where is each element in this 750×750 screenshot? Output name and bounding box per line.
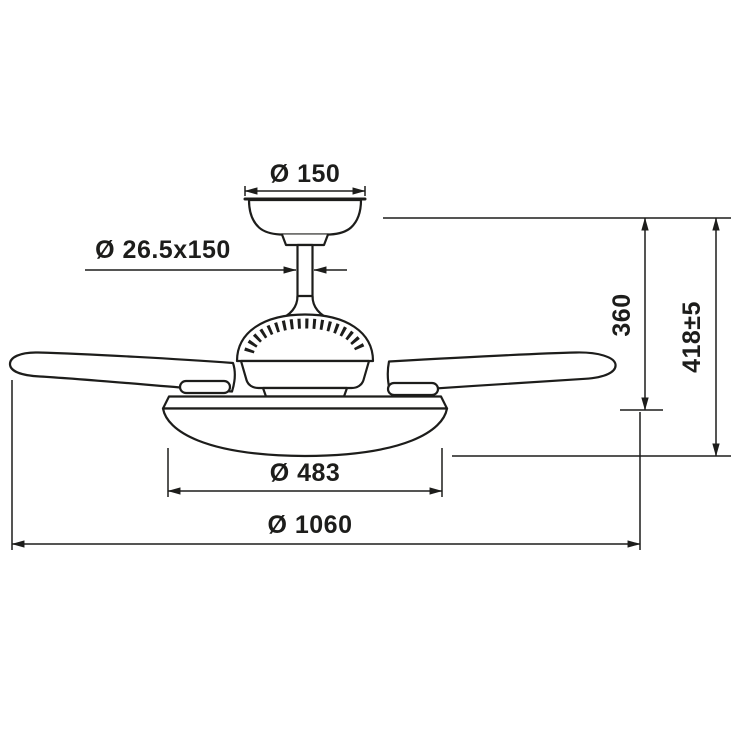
- light-glass: [161, 407, 449, 458]
- motor-dome: [235, 313, 375, 363]
- dim-light-diameter: [167, 448, 443, 497]
- light-diameter-label: Ø 483: [270, 459, 341, 487]
- dimension-labels: Ø 150 Ø 26.5x150 360 418±5 Ø 483 Ø 1060: [95, 160, 706, 539]
- height-360-label: 360: [608, 293, 636, 336]
- canopy-diameter-label: Ø 150: [270, 160, 341, 188]
- canopy-collar: [280, 233, 330, 247]
- total-height-label: 418±5: [678, 301, 706, 373]
- fan-drawing: [8, 197, 617, 458]
- motor-ring: [261, 386, 349, 398]
- light-rim: [161, 395, 449, 410]
- motor-band: [239, 359, 371, 390]
- motor-vents: [244, 318, 366, 354]
- dim-total-height: [452, 217, 731, 457]
- canopy-body: [247, 198, 363, 236]
- right-blade-bracket: [386, 381, 440, 397]
- left-blade-bracket: [178, 379, 232, 395]
- dim-sweep-diameter: [11, 380, 641, 550]
- dimension-lines: [11, 186, 731, 550]
- sweep-diameter-label: Ø 1060: [267, 511, 352, 539]
- downrod: [296, 243, 314, 300]
- downrod-size-label: Ø 26.5x150: [95, 236, 231, 264]
- left-blade: [8, 351, 236, 393]
- dim-height-360: [620, 217, 663, 411]
- dim-canopy-diameter: [244, 186, 366, 196]
